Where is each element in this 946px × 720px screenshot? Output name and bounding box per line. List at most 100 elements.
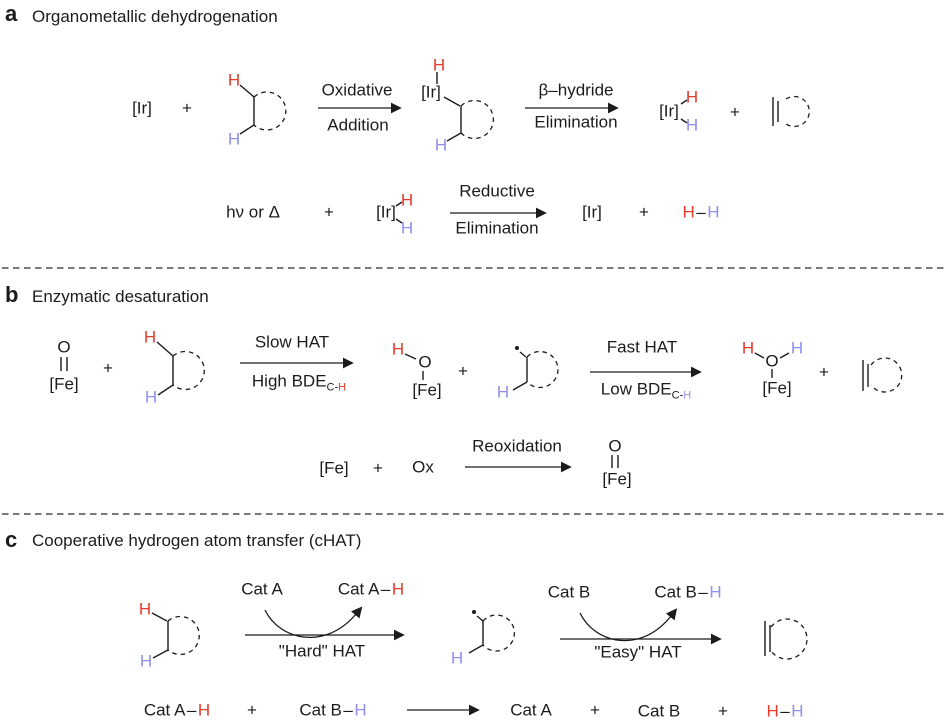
catalyst-swoosh-arrow (579, 608, 678, 642)
h-atom-label-red: H (197, 700, 211, 720)
oxo-label: O (608, 436, 622, 456)
catalyst-a-h-label: Cat A–H (338, 581, 404, 598)
h-atom-label-blue: H (496, 382, 510, 402)
panel-c-letter: c (5, 527, 18, 552)
bde-subscript: C-H (327, 382, 347, 394)
h-atom-label-red: H (682, 202, 695, 222)
arrow-label-top: Reductive (459, 181, 535, 201)
arrow-label-top: β–hydride (538, 80, 614, 100)
h-atom-label-red: H (391, 579, 405, 599)
catalyst-a-label: Cat A (241, 579, 283, 599)
catalyst-b-h-label: Cat B–H (654, 584, 721, 601)
h-atom-label-blue: H (709, 582, 722, 602)
catalyst-b-label: Cat B (547, 582, 591, 602)
panel-a-letter: a (5, 1, 18, 26)
hard-hat-label: "Hard" HAT (278, 641, 366, 661)
arrow-label-bottom: Low BDEC-H (601, 381, 691, 402)
catalyst-b-label: Cat B (637, 701, 681, 720)
cat-h-bond-dash: – (698, 582, 708, 602)
sub-c: C- (326, 381, 339, 394)
ch-bonds (468, 615, 484, 654)
ir-complex-label: [Ir] (582, 202, 602, 222)
fe-oxo-double-bond (611, 455, 619, 468)
fe-complex-label: [Fe] (319, 458, 349, 478)
ir-complex-label: [Ir] (376, 202, 396, 222)
ir-h-bonds (395, 201, 403, 224)
h-atom-label-blue: H (144, 387, 158, 407)
h-atom-label-red: H (741, 338, 755, 358)
h-atom-label-blue: H (790, 338, 804, 358)
panel-c-title: Cooperative hydrogen atom transfer (cHAT… (32, 531, 362, 550)
h-atom-label-red: H (143, 327, 157, 347)
hh-bond-dash: – (696, 202, 706, 222)
c-carbon-radical (468, 610, 515, 654)
dashed-ring-arc (460, 99, 494, 140)
h-atom-label-red: H (685, 87, 699, 107)
h-atom-label-red: H (391, 339, 405, 359)
cat-h-bond-dash: – (186, 700, 197, 720)
fe-aquo-bonds (754, 352, 790, 378)
sub-h-red: H (338, 381, 347, 394)
arrow-label-bottom: High BDEC-H (252, 373, 346, 394)
plus-sign: + (730, 102, 740, 122)
dashed-ring-arc (167, 615, 200, 656)
b-carbon-radical (512, 346, 559, 391)
oxygen-label: O (418, 352, 432, 372)
catalyst-a-label: Cat A (143, 700, 186, 720)
h-atom-label-blue: H (685, 115, 699, 135)
h-atom-label-blue: H (227, 129, 241, 149)
dashed-ring-arc (870, 357, 903, 393)
catalyst-b-label: Cat B (299, 700, 342, 720)
plus-sign: + (639, 202, 649, 222)
h-atom-label-blue: H (434, 135, 448, 155)
h-atom-label-red: H (227, 70, 241, 90)
a-alkene-product (772, 95, 810, 128)
ir-complex-label: [Ir] (421, 82, 441, 102)
fe-complex-label: [Fe] (412, 380, 442, 400)
h-atom-label-blue: H (450, 648, 464, 668)
ir-complex-label: [Ir] (132, 98, 152, 118)
b-alkene-product (862, 357, 903, 393)
bde-label: Low BDE (600, 379, 672, 399)
catalyst-a-h-label: Cat A–H (144, 702, 210, 719)
oxidant-label: Ox (412, 457, 434, 477)
cat-h-bond-dash: – (343, 700, 353, 720)
fe-hydroxo-bonds (404, 353, 424, 380)
h2-molecule-label: H–H (766, 703, 803, 720)
arrow-label-top: Reoxidation (472, 436, 562, 456)
bde-subscript: C-H (672, 390, 692, 402)
ir-complex-label: [Ir] (659, 101, 679, 121)
arrow-label-bottom: Elimination (455, 218, 539, 238)
h-atom-label-blue: H (354, 700, 367, 720)
panel-a-title: Organometallic dehydrogenation (32, 7, 278, 26)
plus-sign: + (182, 98, 192, 118)
ch-bonds (239, 84, 255, 135)
arrow-label-top: Oxidative (321, 80, 393, 100)
arrow-label-top: Fast HAT (606, 337, 678, 357)
ch-bonds (156, 341, 174, 396)
a-alkane-substrate (239, 84, 287, 135)
double-bond (764, 621, 771, 656)
dashed-ring-arc (770, 618, 808, 660)
bde-label: High BDE (251, 371, 327, 391)
plus-sign: + (103, 358, 113, 378)
oxo-label: O (57, 337, 71, 357)
h-atom-label-blue: H (400, 218, 414, 238)
hh-bond-dash: – (780, 701, 790, 720)
ch-bonds (151, 612, 169, 659)
catalyst-a-label: Cat A (510, 700, 552, 720)
plus-sign: + (718, 701, 728, 720)
h2-molecule-label: H–H (682, 204, 719, 221)
plus-sign: + (819, 362, 829, 382)
c-alkene-product (764, 618, 808, 660)
plus-sign: + (373, 458, 383, 478)
plus-sign: + (458, 361, 468, 381)
catalyst-b-label: Cat B (654, 582, 697, 602)
h-atom-label-blue: H (707, 202, 720, 222)
h-atom-label-red: H (432, 55, 446, 75)
fe-complex-label: [Fe] (49, 374, 79, 394)
c-alkane-substrate (151, 612, 200, 659)
h-atom-label-blue: H (791, 701, 804, 720)
double-bond (862, 360, 869, 391)
